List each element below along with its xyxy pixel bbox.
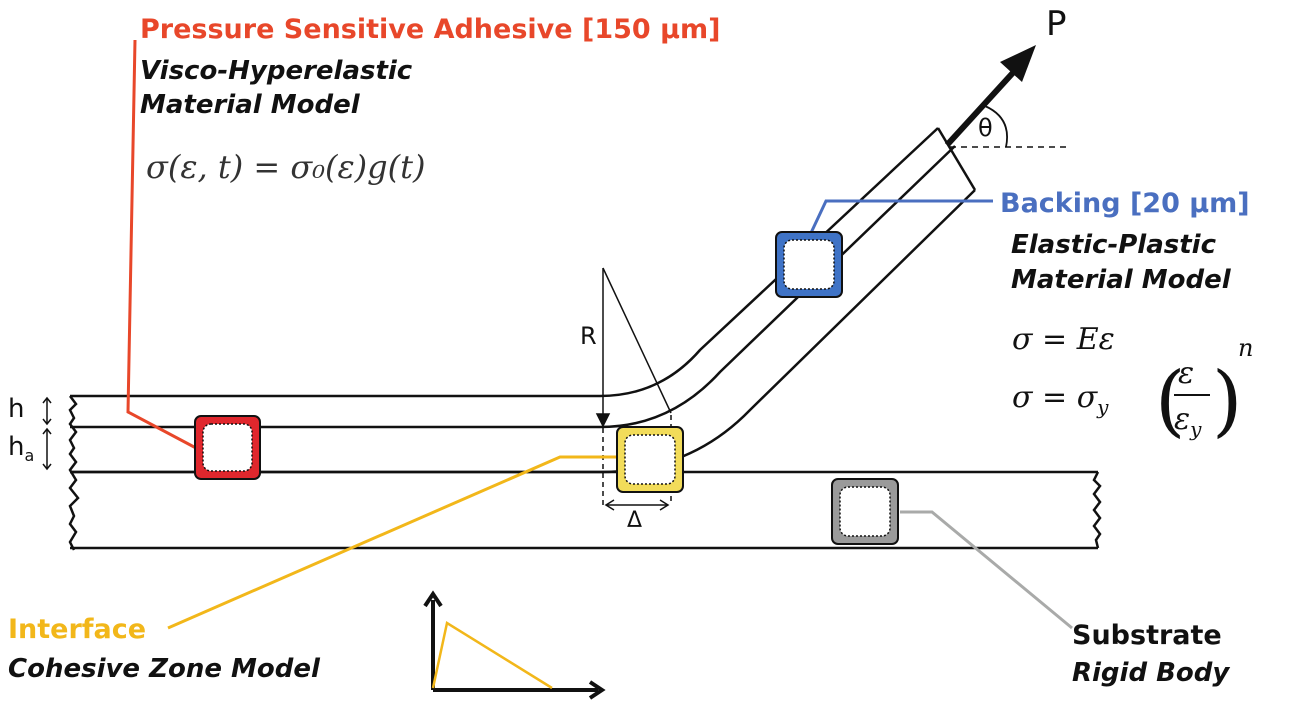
substrate-element-box — [831, 478, 899, 545]
thickness-arrows — [42, 396, 52, 471]
angle-arc — [984, 105, 1008, 148]
left-break-edge — [68, 395, 80, 551]
backing-equation-plastic: σ = σy — [1012, 380, 1108, 419]
cohesive-law-plot — [423, 590, 606, 700]
paren-left: ( — [1155, 356, 1186, 446]
ha-sub: a — [24, 446, 35, 466]
den-sub: y — [1190, 417, 1202, 441]
force-arrow — [944, 45, 1036, 148]
ha-label: ha — [8, 432, 34, 465]
backing-title: Backing [20 μm] — [1000, 188, 1250, 219]
angle-label: θ — [978, 114, 993, 142]
psa-model-line1: Visco-Hyperelastic — [140, 56, 413, 86]
backing-model-line1: Elastic-Plastic — [1011, 230, 1216, 260]
psa-element-box — [194, 415, 261, 480]
backing-equation-elastic: σ = Eε — [1012, 322, 1115, 357]
force-label: P — [1046, 4, 1067, 44]
exponent-n: n — [1238, 334, 1254, 362]
substrate-title: Substrate — [1072, 620, 1222, 651]
plastic-eq-lhs: σ = σ — [1012, 380, 1098, 415]
delta-label: Δ — [627, 508, 643, 533]
h-label: h — [8, 394, 25, 424]
paren-right: ) — [1212, 356, 1243, 446]
substrate-leader-line — [900, 510, 1073, 630]
psa-title-colored: Pressure Sensitive Adhesive [150 μm] — [140, 14, 721, 45]
traction-separation-curve — [431, 621, 553, 690]
backing-leader-line — [808, 199, 993, 236]
ha-base: h — [8, 432, 25, 462]
interface-model: Cohesive Zone Model — [8, 654, 320, 684]
fraction-denominator: εy — [1174, 402, 1201, 441]
backing-element-box — [775, 231, 843, 298]
den-eps: ε — [1174, 402, 1191, 437]
psa-model-line2: Material Model — [140, 90, 360, 120]
interface-element-box — [616, 426, 684, 493]
backing-model-line2: Material Model — [1011, 265, 1231, 295]
plastic-eq-sub: y — [1097, 395, 1109, 419]
fraction-numerator: ε — [1178, 356, 1195, 391]
interface-leader-line — [167, 455, 622, 630]
substrate-model: Rigid Body — [1072, 658, 1230, 688]
substrate-block — [70, 470, 1102, 550]
interface-title: Interface — [8, 614, 147, 645]
radius-label: R — [580, 322, 597, 350]
psa-equation: σ(ε, t) = σ₀(ε)g(t) — [146, 148, 426, 186]
fraction-bar — [1174, 394, 1210, 396]
psa-leader-line — [126, 39, 197, 450]
